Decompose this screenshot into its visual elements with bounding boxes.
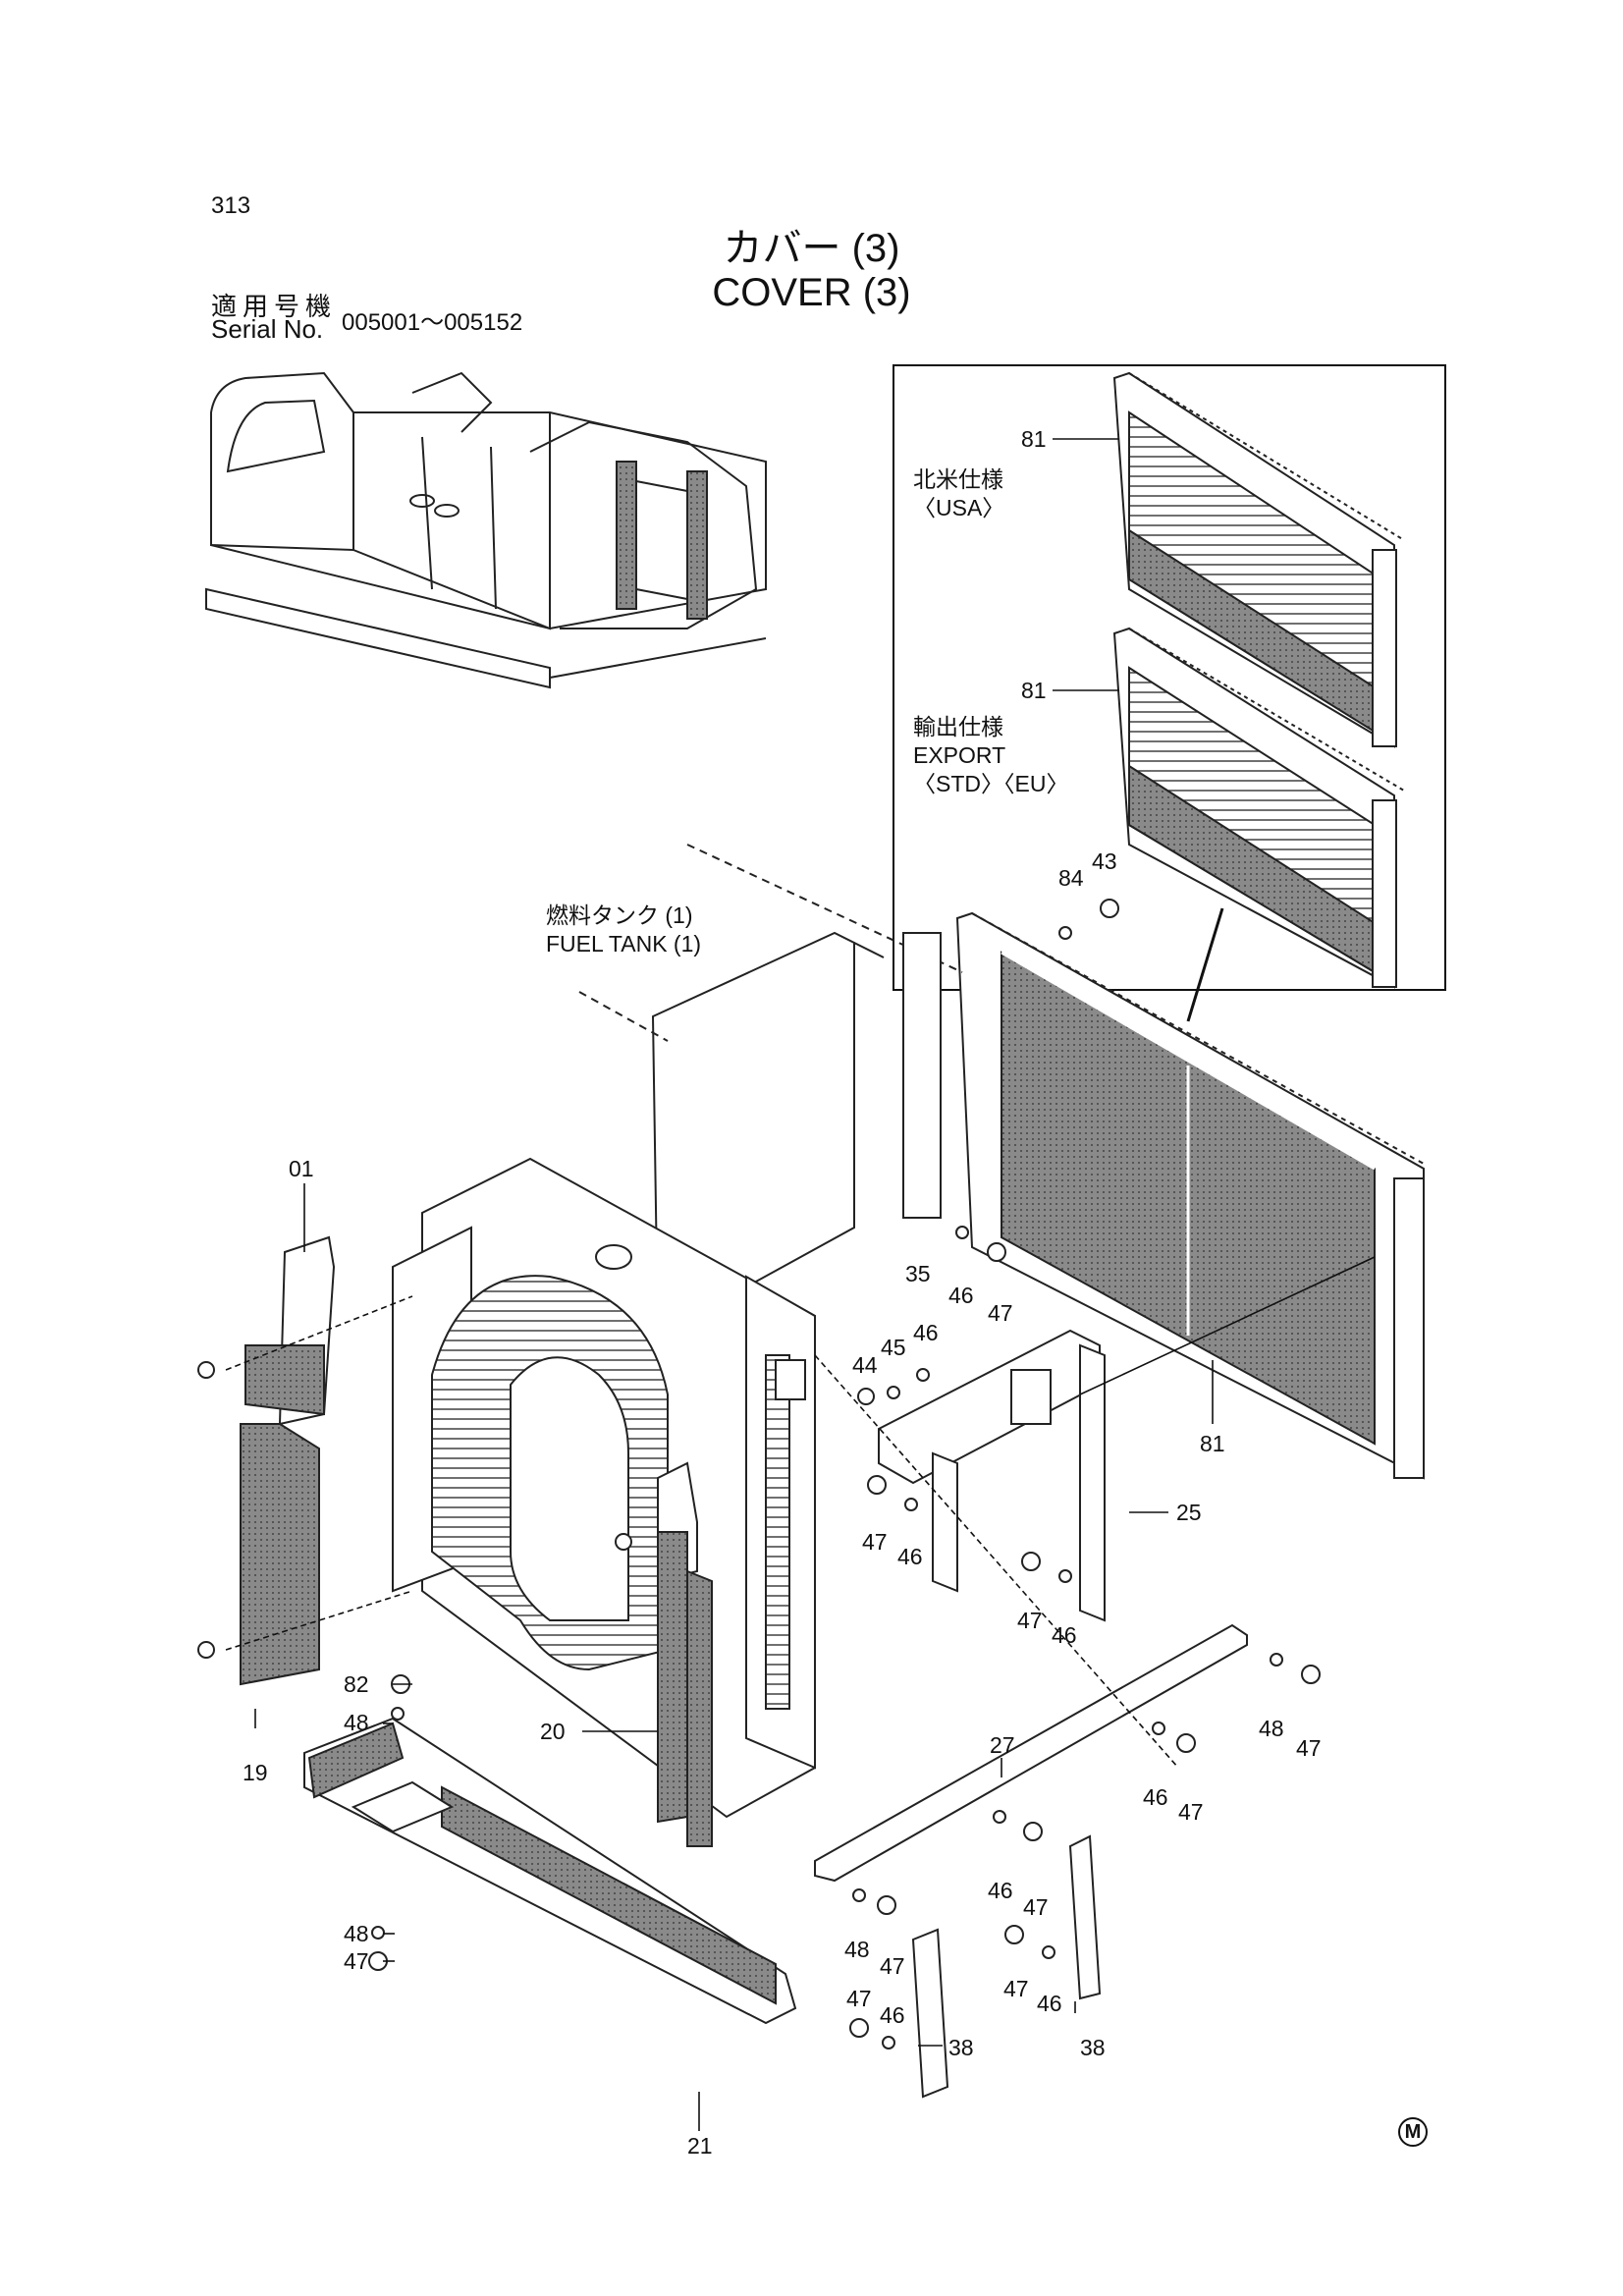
part-label: 38 xyxy=(1080,2035,1106,2060)
part-label: 46 xyxy=(1052,1622,1077,1648)
part-label: 46 xyxy=(1037,1991,1062,2016)
part-label: 46 xyxy=(1143,1784,1168,1810)
serial-label-jp: 適用号機 xyxy=(211,292,338,321)
fasteners xyxy=(197,899,1321,2050)
part-label: 48 xyxy=(1259,1716,1284,1741)
usa-note-en: 〈USA〉 xyxy=(913,495,1005,520)
export-note-en: EXPORT xyxy=(913,742,1006,768)
seal-01 xyxy=(244,1235,336,1426)
seal-20 xyxy=(657,1461,713,1847)
export-note-variants: 〈STD〉〈EU〉 xyxy=(913,771,1069,796)
part-label: 47 xyxy=(344,1948,369,1974)
page-title-en: COVER (3) xyxy=(712,271,911,314)
part-label: 21 xyxy=(687,2133,713,2159)
part-label: 45 xyxy=(881,1335,906,1360)
part-label: 81 xyxy=(1200,1431,1225,1456)
part-label: 46 xyxy=(897,1544,923,1569)
part-label: 46 xyxy=(948,1283,974,1308)
page-title-jp: カバー (3) xyxy=(723,227,900,270)
export-note-jp: 輸出仕様 xyxy=(913,714,1003,739)
part-label: 47 xyxy=(1003,1976,1029,2001)
part-label: 01 xyxy=(289,1156,314,1181)
part-label: 47 xyxy=(846,1986,872,2011)
part-label: 47 xyxy=(1017,1608,1043,1633)
part-label: 48 xyxy=(344,1921,369,1946)
stay-27 xyxy=(814,1623,1248,1883)
usa-cover-illustration xyxy=(1112,371,1405,748)
part-label: 19 xyxy=(243,1760,268,1785)
page-number: 313 xyxy=(211,192,251,219)
part-label: 25 xyxy=(1176,1500,1202,1525)
serial-range: 005001～005152 xyxy=(342,309,523,336)
part-label: 48 xyxy=(844,1937,870,1962)
part-label: 43 xyxy=(1092,848,1117,874)
m-stamp: M xyxy=(1398,2117,1428,2147)
part-labels: 81 81 84 43 01 35 46 47 81 44 45 46 25 4… xyxy=(243,426,1322,2159)
fuel-tank-jp: 燃料タンク (1) xyxy=(546,902,693,928)
part-label: 20 xyxy=(540,1719,566,1744)
bracket-25 xyxy=(878,1329,1106,1622)
part-label: 27 xyxy=(990,1732,1015,1758)
inset-box xyxy=(893,364,1446,1022)
part-label: 81 xyxy=(1021,426,1047,452)
part-label: 81 xyxy=(1021,678,1047,703)
part-label: 47 xyxy=(1178,1799,1204,1825)
part-label: 44 xyxy=(852,1352,878,1378)
part-label: 35 xyxy=(905,1261,931,1286)
part-label: 38 xyxy=(948,2035,974,2060)
fuel-tank-note: 燃料タンク (1) FUEL TANK (1) xyxy=(546,902,701,958)
part-label: 46 xyxy=(988,1878,1013,1903)
bracket-38-a xyxy=(911,1928,949,2099)
leader-lines xyxy=(225,438,1376,2131)
radiator-core xyxy=(392,1157,816,1819)
bracket-35 xyxy=(902,932,942,1219)
bottom-cover-21 xyxy=(303,1717,797,2025)
fuel-tank-en: FUEL TANK (1) xyxy=(546,931,702,957)
part-label: 84 xyxy=(1058,865,1084,891)
serial-label-en: Serial No. xyxy=(211,314,324,344)
export-cover-illustration xyxy=(1112,627,1405,989)
bracket-38-b xyxy=(1068,1834,1102,2000)
usa-note: 北米仕様 〈USA〉 xyxy=(913,465,1004,522)
excavator-overview xyxy=(205,371,767,689)
seal-19 xyxy=(240,1423,320,1686)
usa-note-jp: 北米仕様 xyxy=(913,466,1003,492)
part-label: 82 xyxy=(344,1671,369,1697)
part-label: 47 xyxy=(1296,1735,1322,1761)
part-label: 46 xyxy=(880,2002,905,2028)
part-label: 47 xyxy=(1023,1894,1049,1920)
part-label: 47 xyxy=(988,1300,1013,1326)
part-label: 46 xyxy=(913,1320,939,1345)
export-note: 輸出仕様 EXPORT 〈STD〉〈EU〉 xyxy=(913,713,1068,798)
part-label: 48 xyxy=(344,1710,369,1735)
part-label: 47 xyxy=(880,1953,905,1979)
main-radiator-cover xyxy=(955,911,1425,1480)
part-label: 47 xyxy=(862,1529,888,1555)
